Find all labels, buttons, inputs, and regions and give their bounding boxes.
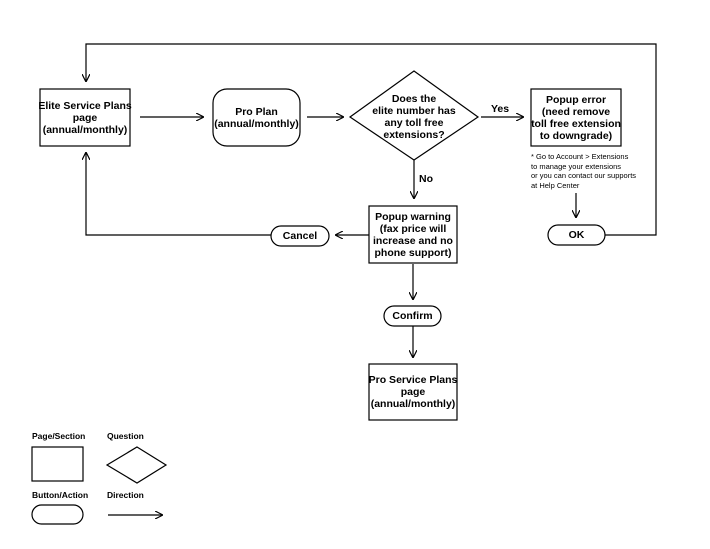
legend-direction-label: Direction [107,490,144,500]
text-line: Popup warning [375,210,451,223]
ok-button-label[interactable]: OK [548,225,605,245]
popup-warning-box [368,205,458,264]
text-line: to downgrade) [539,129,613,142]
text-line: (fax price will [379,222,447,235]
text-line: increase and no [373,234,453,247]
arrow-cancel-to-elite [86,153,271,236]
legend-button-pill [31,504,84,525]
arrow-ok-to-elite [86,43,657,236]
text-line: (annual/monthly) [214,117,299,130]
text-line: to manage your extensions [531,161,622,171]
pro-plan-box [212,88,301,147]
text-line: Elite Service Plans [38,99,132,112]
text-line: toll free extension [531,117,621,130]
elite-page-box [39,88,131,147]
cancel-button-label[interactable]: Cancel [271,226,329,246]
text-line: page [400,386,426,398]
text-line: extensions? [383,129,445,141]
text-line: Popup error [545,93,607,106]
text-line: page [72,111,98,124]
legend-button-action-label: Button/Action [32,490,89,500]
text-line: Pro Plan [235,105,278,118]
text-line: (need remove [541,105,611,118]
text-line: or you can contact our supports [531,171,637,180]
yes-label: Yes [491,103,510,115]
text-line: Does the [391,93,437,105]
text-line: any toll free [384,117,444,129]
text-line: Confirm [392,310,433,322]
text-line: phone support) [374,246,452,259]
legend-question-diamond [105,446,168,484]
text-line: (annual/monthly) [370,398,456,410]
pro-page-box [368,363,458,421]
text-line: Pro Service Plans [368,374,458,386]
popup-error-box [530,88,622,147]
no-label: No [419,173,433,185]
pro-plan-label: Pro Plan(annual/monthly) [213,89,300,146]
legend-page-box [31,446,84,482]
text-line: OK [568,229,585,241]
cancel-pill [270,225,330,247]
legend-question-label: Question [107,431,144,441]
text-line: (annual/monthly) [42,123,128,136]
text-line: elite number has [372,105,456,117]
text-line: Cancel [282,230,318,242]
legend-page-section-label: Page/Section [32,431,86,441]
text-line: * Go to Account > Extensions [531,152,629,161]
confirm-button-label[interactable]: Confirm [384,306,441,326]
text-line: at Help Center [531,180,580,190]
